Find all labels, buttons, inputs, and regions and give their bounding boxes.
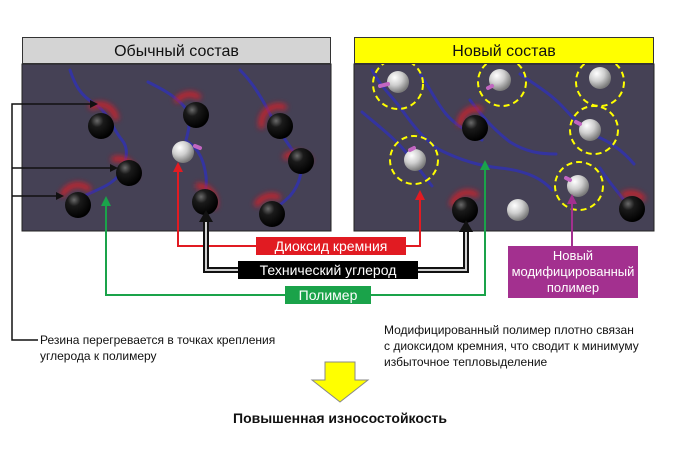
carbon-black-tag: Технический углерод	[238, 261, 418, 279]
modified-polymer-tag: Новый модифицированный полимер	[508, 246, 638, 298]
carbon-black-particle	[452, 197, 478, 223]
silica-particle	[387, 71, 409, 93]
silica-particle	[507, 199, 529, 221]
result-text: Повышенная износостойкость	[233, 410, 447, 426]
carbon-black-particle	[88, 113, 114, 139]
right-note: Модифицированный полимер плотно связан с…	[384, 323, 639, 369]
carbon-black-particle	[267, 113, 293, 139]
polymer-tag: Полимер	[285, 286, 371, 304]
carbon-black-particle	[116, 160, 142, 186]
left-particles	[65, 102, 314, 227]
left-bracket-arrowheads	[56, 100, 118, 200]
modified-polymer-bonds	[193, 82, 582, 182]
silica-particle	[172, 141, 194, 163]
carbon-black-particle	[183, 102, 209, 128]
silica-particle	[567, 175, 589, 197]
silica-particle	[579, 119, 601, 141]
carbon-black-particle	[462, 115, 488, 141]
silica-tag: Диоксид кремния	[256, 237, 406, 255]
silica-particle	[489, 69, 511, 91]
right-panel	[353, 63, 655, 232]
silica-particle	[589, 67, 611, 89]
carbon-black-particle	[619, 196, 645, 222]
carbon-black-particle	[288, 148, 314, 174]
carbon-black-particle	[259, 201, 285, 227]
left-note: Резина перегревается в точках крепления …	[40, 333, 276, 363]
silica-bond-rings	[372, 57, 625, 211]
carbon-black-particle	[192, 189, 218, 215]
modified-connector	[567, 194, 577, 246]
right-particles	[387, 67, 645, 223]
right-panel-title: Новый состав	[354, 37, 654, 64]
carbon-black-particle	[65, 192, 91, 218]
silica-particle	[404, 149, 426, 171]
right-heat-glows	[449, 106, 647, 207]
result-arrow	[310, 361, 370, 403]
left-bracket	[11, 103, 114, 341]
left-panel-title: Обычный состав	[22, 37, 331, 64]
